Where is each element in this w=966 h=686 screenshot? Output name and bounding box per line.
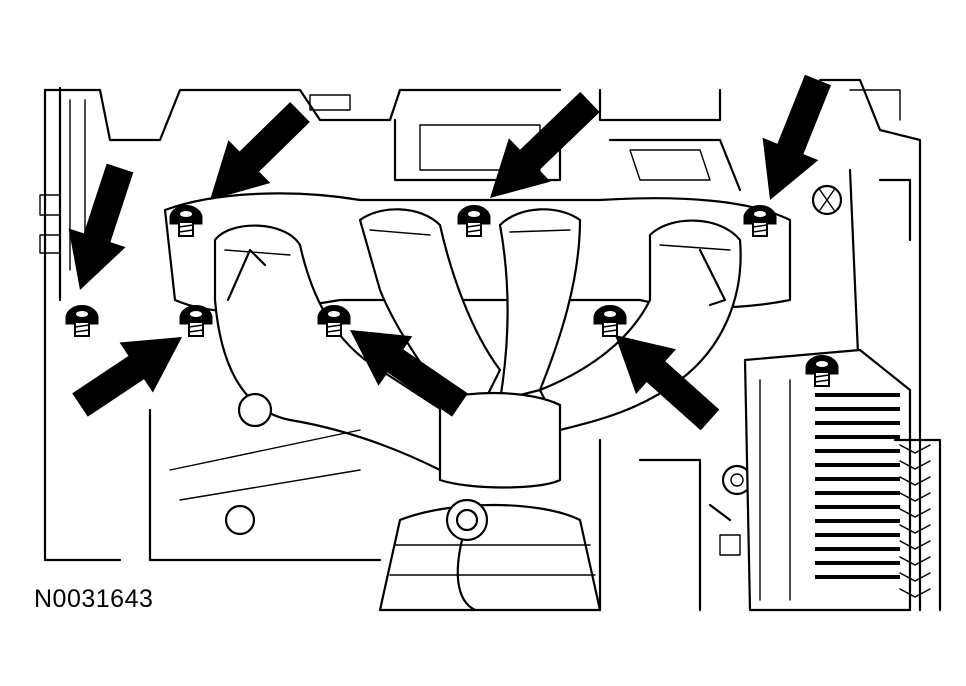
manifold-bolt: [65, 305, 99, 337]
manifold-bolt: [457, 205, 491, 237]
figure-id-label: N0031643: [34, 585, 154, 613]
manifold-bolt: [593, 305, 627, 337]
manifold-bolt-group: [65, 205, 839, 387]
manifold-bolt: [169, 205, 203, 237]
manifold-bolt: [743, 205, 777, 237]
callout-arrow: [490, 91, 600, 198]
callout-arrow: [350, 330, 468, 417]
manifold-bolt: [179, 305, 213, 337]
callout-arrow-group: [68, 74, 831, 431]
callout-arrow: [762, 74, 831, 200]
manifold-bolt: [805, 355, 839, 387]
callout-arrow: [68, 163, 134, 290]
manifold-bolt: [317, 305, 351, 337]
engine-lower-structure: [148, 392, 753, 612]
callout-arrow: [210, 102, 310, 200]
alternator: [743, 348, 942, 612]
exhaust-collector: [378, 391, 602, 612]
callout-arrow: [615, 335, 720, 431]
callout-arrow: [72, 337, 182, 417]
